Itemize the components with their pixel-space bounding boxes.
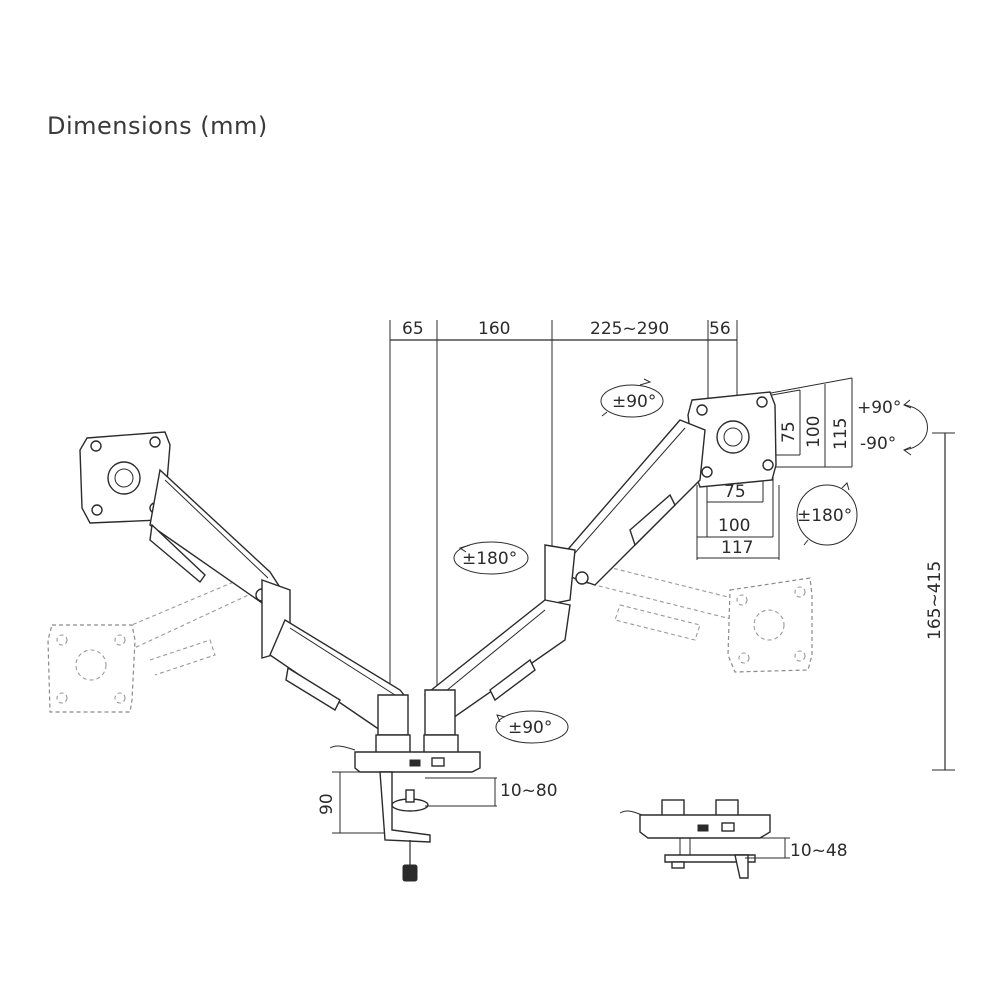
rotation-badge-swivel-right	[796, 482, 858, 546]
rotation-tilt-arrow	[902, 399, 928, 456]
clamp-dimension-lines	[332, 771, 497, 834]
left-lower-arm	[269, 618, 409, 736]
dim-clamp-10-80-label: 10~80	[500, 781, 558, 801]
dim-65-label: 65	[402, 319, 424, 339]
ghost-vesa-plate-left	[47, 624, 136, 713]
tilt-minus-label: -90°	[860, 434, 896, 454]
height-dimension-line	[932, 432, 955, 771]
page-title: Dimensions (mm)	[47, 112, 268, 140]
dim-160-label: 160	[478, 319, 510, 339]
dim-vesa-h-117-label: 117	[721, 538, 753, 558]
dim-vesa-v-115-label: 115	[831, 418, 851, 450]
dim-grommet-10-48-label: 10~48	[790, 841, 848, 861]
dim-56-label: 56	[709, 319, 731, 339]
left-vesa-plate	[79, 431, 171, 524]
grommet-dimension-lines	[745, 837, 790, 859]
dim-vesa-h-75-label: 75	[724, 482, 746, 502]
main-base	[329, 734, 481, 773]
swivel-right-label: ±180°	[797, 506, 852, 526]
dim-height-label: 165~415	[925, 561, 945, 640]
rotation-badge-swivel-center	[453, 541, 529, 575]
rotation-bottom-label: ±90°	[508, 718, 552, 738]
dim-vesa-h-100-label: 100	[718, 516, 750, 536]
right-vesa-plate	[687, 391, 777, 488]
ghost-vesa-plate-right	[727, 577, 813, 673]
dim-vesa-v-75-label: 75	[779, 421, 799, 443]
dim-vesa-v-100-label: 100	[804, 416, 824, 448]
clamp	[379, 771, 431, 882]
rotation-badge-top	[600, 378, 664, 418]
dim-225-290-label: 225~290	[590, 319, 669, 339]
grommet-base	[619, 799, 771, 879]
tilt-plus-label: +90°	[857, 398, 901, 418]
left-upper-arm	[149, 468, 291, 659]
vesa-dimension-lines	[696, 377, 853, 560]
rotation-badge-bottom	[495, 710, 569, 744]
right-upper-arm	[544, 419, 706, 606]
rotation-top-label: ±90°	[612, 392, 656, 412]
dim-clamp-90-label: 90	[317, 793, 337, 815]
swivel-center-label: ±180°	[462, 549, 517, 569]
top-dimension-lines	[389, 320, 738, 695]
